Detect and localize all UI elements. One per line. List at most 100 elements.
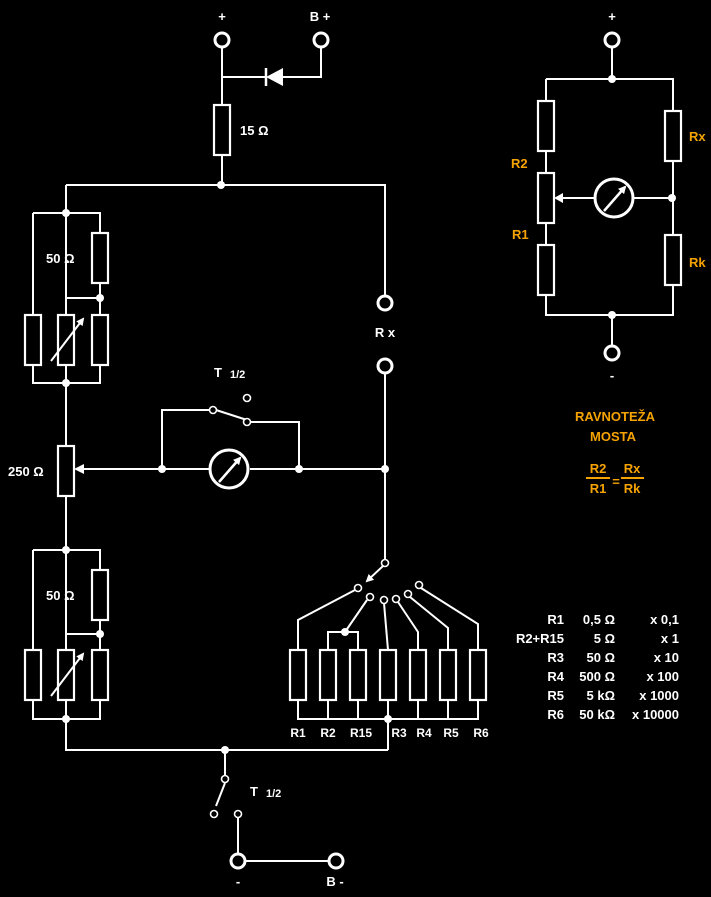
switch-upper-sub: 1/2	[230, 369, 245, 381]
svg-text:x 10000: x 10000	[632, 707, 679, 722]
range-resistors	[288, 648, 488, 702]
bridge-potentiometer	[536, 171, 556, 225]
svg-text:500 Ω: 500 Ω	[579, 669, 615, 684]
bridge-wiper-arrow-icon	[554, 193, 563, 203]
minus-terminal-label: -	[236, 874, 240, 889]
table-row: R1 0,5 Ω x 0,1	[547, 612, 679, 627]
resistor-15-ohm	[212, 103, 232, 157]
bridge-diagram: + - R2 R1 Rx Rk RAVNOTEŽA MOSTA R2 R1 = …	[511, 9, 706, 496]
svg-text:5 kΩ: 5 kΩ	[587, 688, 616, 703]
potentiometer-250-ohm	[56, 444, 76, 498]
variable-arrow-icon	[50, 317, 85, 362]
range-contact-5	[403, 589, 413, 599]
range-label-r2: R2	[320, 726, 336, 740]
bridge-minus-label: -	[610, 368, 614, 383]
range-contact-1	[353, 583, 363, 593]
svg-text:x 10: x 10	[654, 650, 679, 665]
rx-terminal-bottom	[376, 357, 394, 375]
range-contact-3	[379, 595, 389, 605]
variable-arrow-icon	[50, 652, 85, 697]
main-circuit: + B + 15 Ω 50 Ω 250 Ω	[8, 9, 489, 889]
resistor-50-ohm-upper-label: 50 Ω	[46, 251, 75, 266]
switch-lower-wires	[215, 750, 239, 861]
switch-upper-open-contact	[242, 393, 252, 403]
range-contact-4	[391, 594, 401, 604]
svg-text:x 100: x 100	[646, 669, 679, 684]
svg-text:R6: R6	[547, 707, 564, 722]
range-resistor-r1	[288, 648, 308, 702]
b-minus-terminal-label: B -	[326, 874, 343, 889]
rx-terminal-top	[376, 294, 394, 312]
formula-den-right: Rk	[624, 481, 641, 496]
resistor-upper-c	[90, 313, 110, 367]
range-resistor-r5	[438, 648, 458, 702]
resistor-upper-a	[23, 313, 43, 367]
minus-terminal	[229, 852, 247, 870]
range-contact-2	[365, 592, 375, 602]
bridge-resistor-r2-upper	[536, 99, 556, 153]
switch-upper-wires	[161, 409, 300, 469]
range-resistor-r2	[318, 648, 338, 702]
b-plus-terminal-label: B +	[310, 9, 331, 24]
range-switch-pivot	[380, 558, 390, 568]
svg-text:0,5 Ω: 0,5 Ω	[583, 612, 615, 627]
switch-upper-label: T	[214, 365, 222, 380]
range-label-r3: R3	[391, 726, 407, 740]
range-switch-arm	[365, 565, 384, 583]
range-resistor-r3	[378, 648, 398, 702]
bridge-title-line1: RAVNOTEŽA	[575, 409, 656, 424]
resistor-50-ohm-upper	[90, 231, 110, 285]
svg-text:x 1: x 1	[661, 631, 679, 646]
range-label-r5: R5	[443, 726, 459, 740]
diode	[264, 68, 283, 86]
b-plus-terminal	[312, 31, 330, 49]
range-resistor-r4	[408, 648, 428, 702]
switch-lower-pivot	[220, 774, 230, 784]
svg-text:R3: R3	[547, 650, 564, 665]
range-table: R1 0,5 Ω x 0,1 R2+R15 5 Ω x 1 R3 50 Ω x …	[516, 612, 679, 722]
range-contact-6	[414, 580, 424, 590]
range-label-r4: R4	[416, 726, 432, 740]
formula-num-left: R2	[590, 461, 607, 476]
resistor-50-ohm-lower	[90, 568, 110, 622]
range-resistor-r15	[348, 648, 368, 702]
bridge-rx-label: Rx	[689, 129, 706, 144]
svg-text:R2+R15: R2+R15	[516, 631, 564, 646]
switch-upper-pivot	[208, 405, 218, 415]
formula-num-right: Rx	[624, 461, 641, 476]
bridge-resistor-rx	[663, 109, 683, 163]
switch-lower-label: T	[250, 784, 258, 799]
range-label-r1: R1	[290, 726, 306, 740]
switch-lower-contact	[209, 809, 219, 819]
range-resistor-r6	[468, 648, 488, 702]
range-label-r6: R6	[473, 726, 489, 740]
resistor-15-ohm-label: 15 Ω	[240, 123, 269, 138]
table-row: R4 500 Ω x 100	[547, 669, 679, 684]
formula-den-left: R1	[590, 481, 607, 496]
table-row: R3 50 Ω x 10	[547, 650, 679, 665]
bridge-title-line2: MOSTA	[590, 429, 637, 444]
resistor-50-ohm-lower-label: 50 Ω	[46, 588, 75, 603]
svg-text:50 kΩ: 50 kΩ	[579, 707, 615, 722]
bridge-resistor-r1-lower	[536, 243, 556, 297]
bridge-formula: R2 R1 = Rx Rk	[586, 461, 644, 496]
plus-terminal	[213, 31, 231, 49]
supply-wires	[221, 47, 322, 105]
wiper-arrow-icon	[74, 464, 84, 474]
svg-text:R5: R5	[547, 688, 564, 703]
table-row: R6 50 kΩ x 10000	[547, 707, 679, 722]
resistor-lower-a	[23, 648, 43, 702]
bridge-r1-label: R1	[512, 227, 529, 242]
formula-equals: =	[612, 474, 620, 489]
bridge-plus-terminal	[603, 31, 621, 49]
rx-terminal-label: R x	[375, 325, 396, 340]
b-minus-terminal	[327, 852, 345, 870]
svg-text:5 Ω: 5 Ω	[594, 631, 615, 646]
bridge-rk-label: Rk	[689, 255, 706, 270]
bridge-minus-terminal	[603, 344, 621, 362]
svg-text:50 Ω: 50 Ω	[587, 650, 616, 665]
top-bus	[65, 155, 386, 296]
svg-text:x 1000: x 1000	[639, 688, 679, 703]
range-label-r15: R15	[350, 726, 372, 740]
